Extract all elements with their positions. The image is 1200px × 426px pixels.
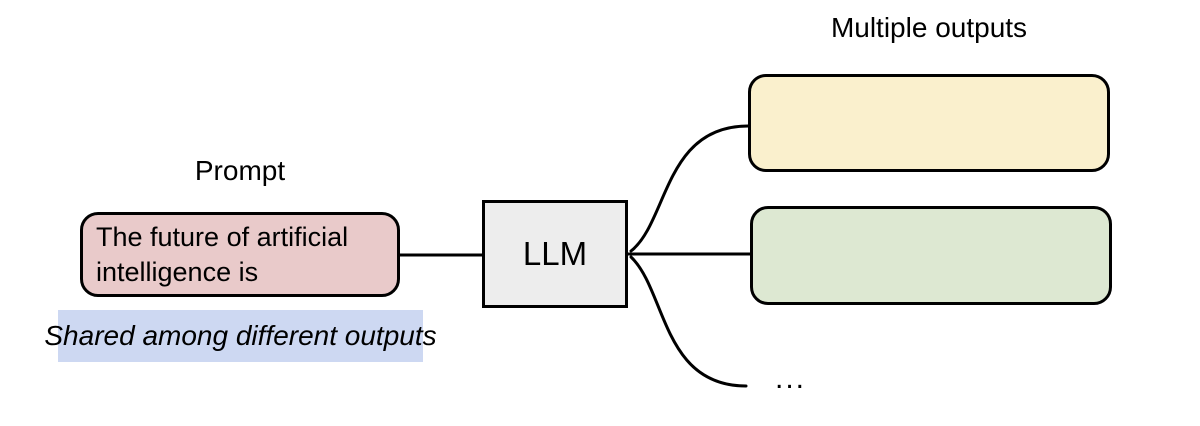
output-box-top <box>748 74 1110 172</box>
more-outputs-ellipsis: ... <box>775 362 807 395</box>
llm-box: LLM <box>482 200 628 308</box>
prompt-label: Prompt <box>194 155 286 186</box>
llm-label: LLM <box>522 235 588 272</box>
connector-llm-to-output-top <box>629 124 750 253</box>
multiple-outputs-label: Multiple outputs <box>830 12 1028 43</box>
connector-llm-to-more-outputs <box>629 255 748 388</box>
prompt-box: The future of artificial intelligence is <box>80 212 400 297</box>
prompt-text: The future of artificial intelligence is <box>96 221 349 287</box>
output-box-middle <box>750 206 1112 305</box>
shared-note: Shared among different outputs <box>44 310 437 362</box>
